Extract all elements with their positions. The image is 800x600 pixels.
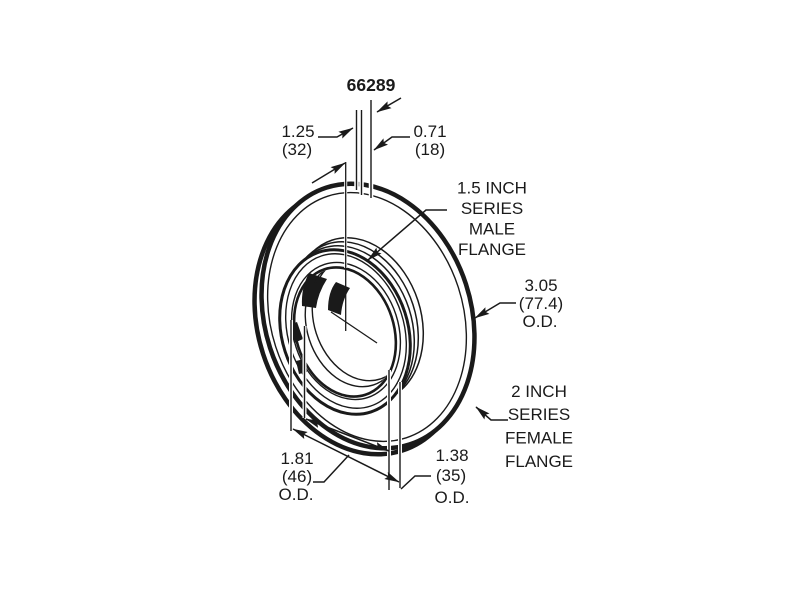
- male-od-leader: [313, 454, 350, 483]
- bore-od-suffix: O.D.: [435, 488, 470, 507]
- male-end-length-inches: 0.71: [413, 122, 446, 141]
- female-flange-label-line1: 2 INCH: [511, 382, 567, 401]
- male-od-mm: (46): [282, 467, 312, 486]
- male-end-length-mm: (18): [415, 140, 445, 159]
- flange-od-leader: [474, 302, 516, 319]
- bore-od-leader: [400, 475, 431, 490]
- female-flange-label-line4: FLANGE: [505, 452, 573, 471]
- male-flange-label-line1: 1.5 INCH: [457, 179, 527, 198]
- bore-od-mm: (35): [436, 466, 466, 485]
- bore-chamfer-edge: [290, 261, 402, 401]
- annotations: 66289 1.25 (32) 0.71 (18) 1.5 INCH SERIE…: [279, 75, 573, 507]
- female-flange-label-line2: SERIES: [508, 405, 570, 424]
- center-reference-lines: [330, 162, 378, 344]
- male-end-length-leader: [373, 136, 410, 151]
- male-od-inches: 1.81: [280, 449, 313, 468]
- overall-length-mm: (32): [282, 140, 312, 159]
- bore-od-inches: 1.38: [435, 446, 468, 465]
- male-flange-label-line2: SERIES: [461, 199, 523, 218]
- flange-od-mm: (77.4): [519, 294, 563, 313]
- flange-od-suffix: O.D.: [523, 312, 558, 331]
- top-extension-lines: [355, 100, 372, 198]
- male-flange-label-line3: MALE: [469, 220, 515, 239]
- flange-od-inches: 3.05: [524, 276, 557, 295]
- dimension-arrows: [292, 418, 400, 483]
- shading-wedge-b: [328, 282, 350, 315]
- overall-length-inches: 1.25: [281, 122, 314, 141]
- male-flange-label-line4: FLANGE: [458, 240, 526, 259]
- top-extension-line-casing: [354, 100, 374, 198]
- disc-face-inner-edge: [266, 191, 468, 443]
- female-flange-leader: [475, 406, 508, 421]
- center-diagonal-line: [330, 311, 378, 344]
- part-number: 66289: [347, 75, 396, 95]
- male-flange-rings: [278, 237, 425, 416]
- part-number-leader: [376, 97, 402, 113]
- male-flange-leader: [367, 209, 447, 261]
- centerline-leader: [311, 162, 346, 184]
- leader-lines: [311, 97, 516, 490]
- bore-front-edge: [292, 266, 398, 398]
- female-flange-label-line3: FEMALE: [505, 429, 573, 448]
- male-od-dimension-arrow: [292, 428, 400, 483]
- male-od-suffix: O.D.: [279, 485, 314, 504]
- overall-length-leader: [318, 127, 354, 139]
